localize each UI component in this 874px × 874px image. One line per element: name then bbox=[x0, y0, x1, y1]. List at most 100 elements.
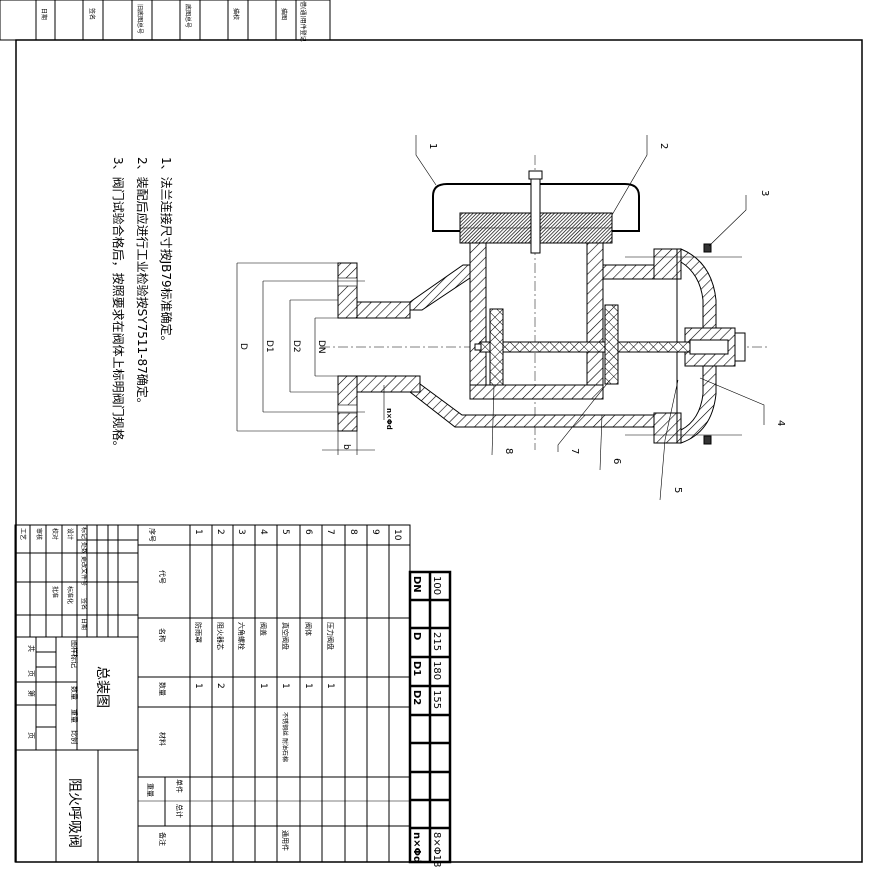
dim-label-DN: DN bbox=[316, 340, 326, 354]
part-quantity: 1 bbox=[258, 683, 268, 689]
strip-label-old-drawing-no: 旧底图总号 bbox=[136, 4, 144, 34]
rev-mark: 标记 bbox=[80, 527, 88, 539]
part-label-6: 6 bbox=[611, 458, 622, 464]
valve-stem bbox=[479, 341, 691, 353]
page-label-2: 页 bbox=[27, 732, 35, 739]
part-quantity: 1 bbox=[303, 683, 313, 689]
chamber-top-wall bbox=[602, 264, 655, 280]
part-number: 4 bbox=[258, 529, 268, 535]
part-quantity: 1 bbox=[325, 683, 335, 689]
part-number: 8 bbox=[348, 529, 358, 535]
strip-label-borrowed-parts: 借(通)用件登记 bbox=[299, 1, 307, 42]
parts-list-row: 1 防雨罩 1 bbox=[193, 529, 203, 689]
body-wall-right bbox=[586, 242, 604, 400]
dimension-value: 8×Φ18 bbox=[431, 832, 442, 867]
part-number: 7 bbox=[325, 529, 335, 535]
parts-list-row: 10 bbox=[392, 529, 402, 541]
part-number: 6 bbox=[303, 529, 313, 535]
part-label-5: 5 bbox=[672, 487, 683, 493]
quantity-label: 数量 bbox=[70, 686, 79, 700]
product-name: 阻火呼吸阀 bbox=[66, 778, 82, 848]
part-number: 5 bbox=[280, 529, 290, 535]
header-name: 名称 bbox=[158, 628, 167, 642]
body-cone-wall bbox=[409, 264, 471, 311]
part-label-3: 3 bbox=[759, 190, 770, 196]
dim-label-D1: D1 bbox=[264, 340, 274, 353]
dim-label-D: D bbox=[238, 343, 248, 350]
part-label-8: 8 bbox=[503, 448, 514, 454]
strip-label-drawing-no: 底图总号 bbox=[184, 4, 192, 28]
header-remark: 备注 bbox=[158, 832, 167, 846]
rev-count: 处数 bbox=[80, 542, 88, 554]
pressure-disc bbox=[604, 304, 619, 385]
part-label-7: 7 bbox=[569, 448, 580, 454]
dimension-value: 180 bbox=[431, 661, 442, 680]
part-name: 真空阀盘 bbox=[281, 622, 290, 650]
scale-label: 比例 bbox=[70, 730, 79, 744]
part-leaders bbox=[415, 135, 765, 501]
body-wall-left bbox=[469, 242, 487, 400]
header-unit: 单件 bbox=[175, 779, 184, 793]
part-number: 10 bbox=[392, 529, 402, 541]
part-quantity: 1 bbox=[280, 683, 290, 689]
role-standardization: 标准化 bbox=[66, 586, 74, 604]
inlet-neck-bottom bbox=[356, 375, 421, 393]
dimension-value: 100 bbox=[431, 576, 442, 595]
dim-label-D2: D2 bbox=[291, 340, 301, 353]
part-name: 防雨罩 bbox=[194, 622, 203, 643]
part-material: 不锈钢丝 耐油石棉 bbox=[281, 712, 289, 762]
strip-label-signature: 签名 bbox=[88, 8, 96, 20]
part-label-1: 1 bbox=[427, 143, 438, 149]
header-material: 材料 bbox=[158, 732, 167, 746]
parts-list-row: 4 阀盖 1 bbox=[258, 529, 268, 689]
dimension-header: D bbox=[411, 632, 422, 640]
top-registration-strip: 日期 签名 旧底图总号 底图总号 描校 描图 借(通)用件登记 bbox=[0, 0, 331, 42]
inlet-flange-bottom bbox=[337, 375, 358, 432]
parts-list-row: 6 阀体 1 bbox=[303, 529, 313, 689]
part-number: 9 bbox=[370, 529, 380, 535]
dim-label-nd: n×Φd bbox=[385, 408, 393, 430]
vacuum-disc bbox=[489, 308, 504, 386]
hex-nut-bottom bbox=[703, 435, 712, 445]
part-label-4: 4 bbox=[775, 420, 786, 426]
dimension-header: DN bbox=[411, 576, 422, 593]
strip-label-date: 日期 bbox=[40, 8, 48, 20]
rev-file-no: 更改文件号 bbox=[80, 556, 88, 586]
part-name: 阀体 bbox=[304, 622, 313, 636]
rev-date: 日期 bbox=[80, 618, 88, 630]
header-total: 总计 bbox=[175, 804, 184, 818]
strip-label-trace-check: 描校 bbox=[232, 8, 240, 20]
page-label-1: 页 bbox=[27, 670, 35, 677]
part-number: 3 bbox=[236, 529, 246, 535]
note-3: 3、阀门试验合格后，按照要求在阀体上标明阀门规格。 bbox=[111, 157, 126, 453]
part-number: 1 bbox=[193, 529, 203, 535]
header-no: 序号 bbox=[148, 528, 157, 542]
role-process: 工艺 bbox=[19, 528, 27, 540]
part-number: 2 bbox=[215, 529, 225, 535]
role-check: 校对 bbox=[51, 528, 59, 540]
part-remark: 通用件 bbox=[281, 830, 290, 851]
hex-nut-top bbox=[703, 243, 712, 253]
parts-list-row: 9 bbox=[370, 529, 380, 535]
weight-label: 重量 bbox=[70, 709, 78, 723]
parts-list-table: 序号 代号 名称 数量 材料 重量 单件 总计 备注 1防雨罩12阻火器芯23六… bbox=[137, 524, 411, 863]
header-code: 代号 bbox=[158, 570, 167, 584]
role-approve: 批准 bbox=[51, 586, 59, 598]
title-block: 设计 校对 审核 工艺 标准化 批准 标记 处数 更改文件号 签名 日期 图样标… bbox=[14, 524, 139, 863]
part-label-2: 2 bbox=[658, 143, 669, 149]
note-1: 1、法兰连接尺寸按JB79标准确定。 bbox=[159, 157, 174, 348]
part-quantity: 2 bbox=[215, 683, 225, 689]
part-name: 阀盖 bbox=[259, 622, 268, 636]
dimension-header: D2 bbox=[411, 690, 422, 705]
part-quantity: 1 bbox=[193, 683, 203, 689]
dimension-value: 215 bbox=[431, 632, 442, 651]
drawing-mark-label: 图样标记 bbox=[70, 640, 79, 668]
part-name: 压力阀盘 bbox=[326, 622, 335, 650]
role-design: 设计 bbox=[66, 528, 74, 540]
technical-notes: 1、法兰连接尺寸按JB79标准确定。 2、装配后应进行工业检验按SY7511-8… bbox=[111, 157, 174, 453]
parts-list-row: 7 压力阀盘 1 bbox=[325, 529, 335, 689]
role-review: 审核 bbox=[35, 528, 43, 540]
